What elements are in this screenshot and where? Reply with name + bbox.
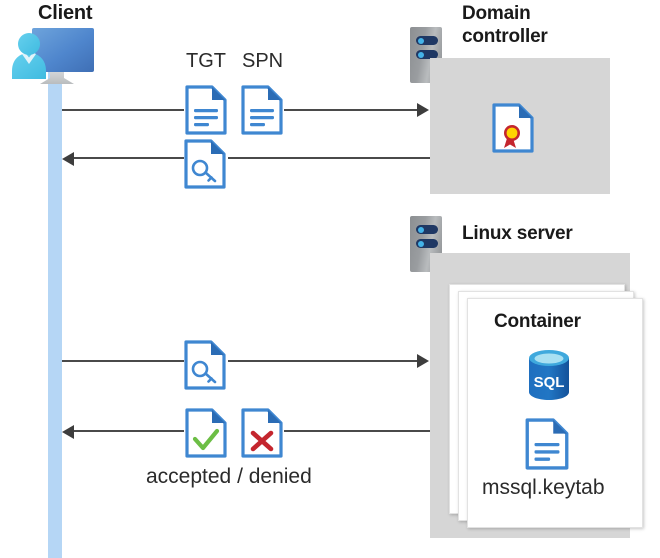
section-title-domain-controller: Domain controller (462, 2, 548, 48)
keytab-filename-label: mssql.keytab (482, 476, 605, 499)
flow-line-response-ticket-right (228, 157, 430, 159)
rack-led-1 (418, 37, 424, 44)
rack-led-2 (418, 51, 424, 58)
client-lifeline (48, 70, 62, 558)
arrow-head-request-ticket (417, 354, 429, 368)
flow-line-response-accepted-denied-left (74, 430, 184, 432)
rack-bay-1-linux (416, 225, 438, 234)
spn-label: SPN (242, 50, 284, 72)
document-lines-icon-keytab (525, 418, 569, 470)
tgt-label: TGT (186, 50, 226, 72)
document-cross-icon (241, 408, 283, 458)
page-title-client: Client (38, 2, 93, 24)
domain-controller-title-line-1: Domain (462, 3, 531, 24)
document-key-icon-request (184, 340, 226, 390)
rack-led-1-linux (418, 226, 424, 233)
document-lines-icon-tgt (185, 85, 227, 135)
flow-line-request-tgt-spn-right (284, 109, 418, 111)
rack-bay-2-linux (416, 239, 438, 248)
flow-line-request-tgt-spn-left (62, 109, 184, 111)
section-title-linux-server: Linux server (462, 223, 573, 244)
user-monitor-icon (8, 23, 100, 91)
arrow-head-request-tgt-spn (417, 103, 429, 117)
arrow-head-response-accepted-denied (62, 425, 74, 439)
flow-line-request-ticket-left (62, 360, 184, 362)
section-title-container: Container (494, 311, 581, 332)
accepted-denied-label: accepted / denied (146, 465, 312, 488)
sql-database-icon: SQL (524, 348, 574, 402)
flow-line-response-ticket-left (74, 157, 184, 159)
flow-line-request-ticket-right (228, 360, 418, 362)
flow-line-response-accepted-denied-right (284, 430, 430, 432)
domain-controller-title-line-2: controller (462, 26, 548, 47)
document-lines-icon-spn (241, 85, 283, 135)
rack-bay-1 (416, 36, 438, 45)
document-key-icon-ticket (184, 139, 226, 189)
arrow-head-response-ticket (62, 152, 74, 166)
document-check-icon (185, 408, 227, 458)
sql-database-glyph-text: SQL (534, 374, 565, 391)
rack-bay-2 (416, 50, 438, 59)
container-card-front (467, 298, 643, 528)
rack-led-2-linux (418, 240, 424, 247)
document-certificate-icon (492, 103, 534, 153)
